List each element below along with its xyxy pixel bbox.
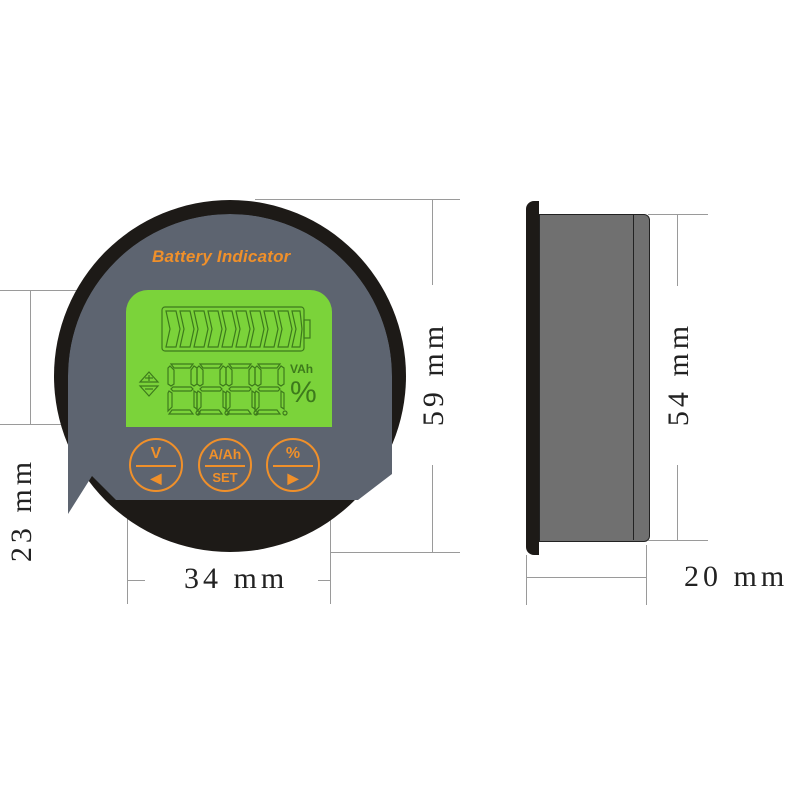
dim-54-line-bottom [677,465,678,540]
side-body [539,214,650,542]
a-ah-set-button[interactable]: A/Ah SET [198,438,252,492]
right-arrow-icon: ▶ [287,470,299,486]
device-title: Battery Indicator [152,247,291,266]
battery-gauge-icon [138,306,311,416]
dim-34-label: 34 mm [184,562,289,595]
v-label: V [150,445,162,462]
dim-59-line-bottom [432,465,433,553]
dim-20-line [526,577,646,578]
dim-54-label: 54 mm [662,321,696,427]
dim-ext-top [255,199,460,200]
side-groove [633,215,634,540]
dim-23-line [30,290,31,424]
dim-34-tick-right [318,580,330,581]
dim-59-line-top [432,200,433,285]
dim-54-ext-top [648,214,708,215]
dim-23-ext-top [0,290,130,291]
lcd-unit-vah: VAh [290,362,314,376]
dim-54-line-top [677,214,678,286]
lcd-screen: VAh % [126,290,332,427]
dim-59-label: 59 mm [417,321,451,427]
a-ah-label: A/Ah [208,446,242,462]
lcd-unit-percent: % [290,376,317,409]
set-label: SET [212,470,238,485]
dim-20-ext-left [526,555,527,605]
dim-54-ext-bottom [648,540,708,541]
left-arrow-icon: ◀ [150,470,162,486]
dim-34-tick-left [127,580,145,581]
v-left-button[interactable]: V ◀ [129,438,183,492]
dim-20-label: 20 mm [684,560,789,593]
percent-right-button[interactable]: % ▶ [266,438,320,492]
dim-20-ext-right [646,545,647,605]
percent-label: % [285,445,301,462]
dim-23-label: 23 mm [5,457,39,563]
side-flange [526,201,539,555]
dim-ext-bottom [330,552,460,553]
